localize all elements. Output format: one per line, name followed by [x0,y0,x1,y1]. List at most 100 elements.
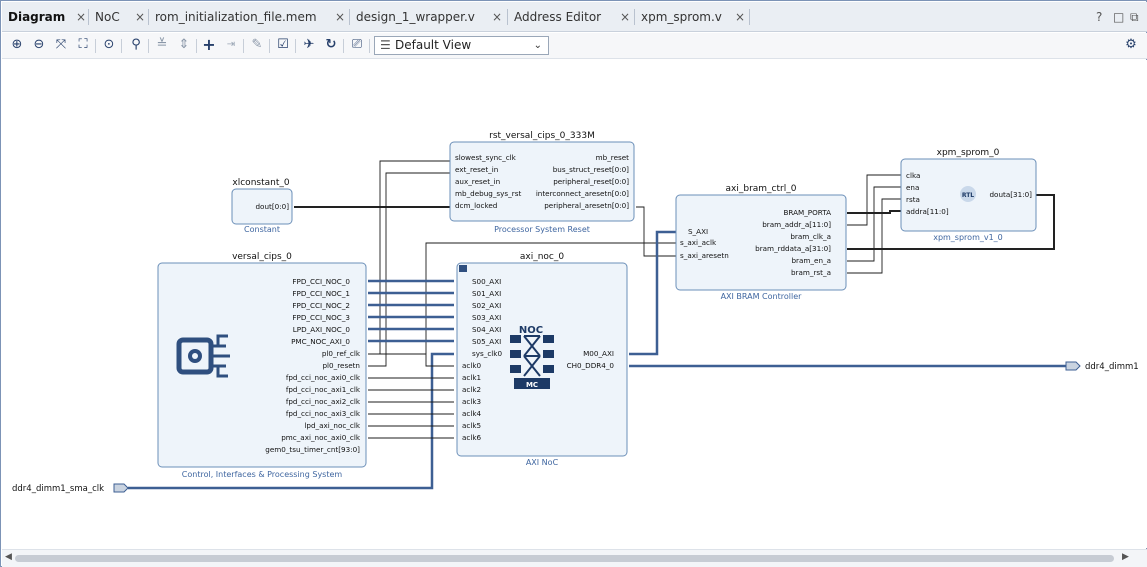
validate-icon[interactable]: ☑ [277,37,289,52]
pin-output[interactable]: CH0_DDR4_0 [567,361,615,370]
add-ip-icon[interactable]: + [202,35,216,54]
pin-output[interactable]: bram_clk_a [790,232,831,241]
pin-output[interactable]: bram_rddata_a[31:0] [755,244,831,253]
zoom-in-icon[interactable]: ⊕ [11,37,23,52]
pin-input[interactable]: dcm_locked [455,201,497,210]
pin-input[interactable]: aclk5 [462,421,481,430]
scroll-left-icon[interactable]: ◀ [5,552,12,562]
pin-output[interactable]: LPD_AXI_NOC_0 [293,325,351,334]
gear-icon[interactable]: ⚙ [1125,37,1137,52]
net-m00-axi[interactable] [629,230,678,356]
autofit-icon[interactable]: ⊙ [103,37,115,52]
pin-input[interactable]: s_axi_aclk [680,238,717,247]
search-icon[interactable]: ⚲ [131,37,141,52]
collapse-all-icon[interactable]: ≚ [156,37,168,52]
pin-output[interactable]: PMC_NOC_AXI_0 [291,337,350,346]
route-icon[interactable]: ✈ [303,37,315,52]
pin-output[interactable]: FPD_CCI_NOC_0 [292,277,350,286]
close-icon[interactable]: × [135,10,146,24]
pin-input[interactable]: mb_debug_sys_rst [455,189,521,198]
pin-output[interactable]: bram_en_a [792,256,832,265]
pin-input[interactable]: S05_AXI [472,337,501,346]
pin-input[interactable]: clka [906,171,920,180]
pin-input[interactable]: s_axi_aresetn [680,251,729,260]
horizontal-scrollbar[interactable]: ◀ ▶ [2,549,1147,567]
pin-output[interactable]: fpd_cci_noc_axi3_clk [286,409,361,418]
pin-input[interactable]: S02_AXI [472,301,501,310]
optimize-icon[interactable]: ⎚ [351,37,363,52]
net-rsta[interactable] [847,198,901,274]
pin-input[interactable]: aux_reset_in [455,177,500,186]
pin-input[interactable]: aclk6 [462,433,482,442]
block-xlconstant[interactable]: xlconstant_0 dout[0:0] Constant [231,178,293,234]
port-ddr4-dimm1[interactable]: ddr4_dimm1 [1065,361,1139,372]
pin-input[interactable]: S01_AXI [472,289,501,298]
pin-input[interactable]: sys_clk0 [472,349,502,358]
block-processor-system-reset[interactable]: rst_versal_cips_0_333M slowest_sync_clk … [449,131,635,234]
block-body[interactable] [675,194,847,291]
close-icon[interactable]: × [735,10,746,24]
close-icon[interactable]: × [620,10,631,24]
make-external-icon[interactable]: ⇥ [226,39,236,50]
restore-icon[interactable]: □ [1113,10,1125,24]
zoom-out-icon[interactable]: ⊖ [33,37,45,52]
pin-input[interactable]: aclk4 [462,409,482,418]
pin-output[interactable]: peripheral_aresetn[0:0] [544,201,629,210]
expand-all-icon[interactable]: ⇕ [178,37,190,52]
collapse-icon[interactable] [459,265,467,272]
pin-output[interactable]: interconnect_aresetn[0:0] [536,189,629,198]
block-body[interactable] [456,262,628,457]
pin-output[interactable]: peripheral_reset[0:0] [553,177,629,186]
pin-dout[interactable]: dout[0:0] [255,202,289,211]
block-xpm-sprom[interactable]: xpm_sprom_0 clka ena rsta addra[11:0] do… [900,148,1037,242]
scroll-right-icon[interactable]: ▶ [1122,552,1129,562]
net-ena[interactable] [847,186,901,262]
pin-input[interactable]: S04_AXI [472,325,501,334]
fit-view-icon[interactable]: ⤧ [55,37,67,52]
block-body[interactable] [449,141,635,222]
pin-input[interactable]: ext_reset_in [455,165,498,174]
net-slowest-sync-clk[interactable] [368,160,450,355]
tab-xpm-sprom[interactable]: xpm_sprom.v × [641,6,745,28]
pin-input[interactable]: S_AXI [688,227,708,236]
pin-input[interactable]: addra[11:0] [906,207,949,216]
pin-output[interactable]: FPD_CCI_NOC_1 [292,289,350,298]
pin-input[interactable]: S03_AXI [472,313,501,322]
pin-output[interactable]: bus_struct_reset[0:0] [553,165,629,174]
net-sys-clk[interactable] [128,352,454,490]
regenerate-icon[interactable]: ↻ [325,37,337,52]
view-select[interactable]: ☰ Default View ⌄ [374,36,549,55]
pin-input[interactable]: aclk1 [462,373,481,382]
block-axi-bram-controller[interactable]: axi_bram_ctrl_0 S_AXI s_axi_aclk s_axi_a… [675,184,847,301]
block-body[interactable] [157,262,367,468]
pin-output[interactable]: mb_reset [596,153,630,162]
pin-output[interactable]: douta[31:0] [990,190,1033,199]
net-addra[interactable] [847,210,901,214]
pin-input[interactable]: S00_AXI [472,277,501,286]
pin-input[interactable]: ena [906,183,919,192]
pin-output[interactable]: M00_AXI [583,349,614,358]
pin-output[interactable]: fpd_cci_noc_axi1_clk [286,385,361,394]
block-axi-noc[interactable]: axi_noc_0 S00_AXI S01_AXI S02_AXI S03_AX… [456,252,628,467]
pin-input[interactable]: aclk3 [462,397,481,406]
net-aresetn[interactable] [636,206,678,257]
float-icon[interactable]: ⧉ [1130,10,1139,24]
close-icon[interactable]: × [335,10,346,24]
pin-output[interactable]: pl0_resetn [323,361,361,370]
customize-icon[interactable]: ✎ [251,37,263,52]
pin-output[interactable]: gem0_tsu_timer_cnt[93:0] [265,445,360,454]
pin-output[interactable]: lpd_axi_noc_clk [304,421,360,430]
help-icon[interactable]: ? [1096,10,1103,24]
pin-input[interactable]: rsta [906,195,920,204]
pin-output[interactable]: pl0_ref_clk [322,349,361,358]
close-icon[interactable]: × [492,10,503,24]
tab-address-editor[interactable]: Address Editor × [514,6,630,28]
pin-output[interactable]: bram_addr_a[11:0] [762,220,831,229]
net-douta[interactable] [847,194,1055,250]
net-aclk0[interactable] [368,353,454,367]
pin-input[interactable]: slowest_sync_clk [455,153,517,162]
tab-noc[interactable]: NoC × [95,6,145,28]
tab-diagram[interactable]: Diagram × [8,6,86,28]
fit-selection-icon[interactable]: ⛶ [78,37,88,52]
port-ddr4-dimm1-sma-clk[interactable]: ddr4_dimm1_sma_clk [12,483,129,494]
